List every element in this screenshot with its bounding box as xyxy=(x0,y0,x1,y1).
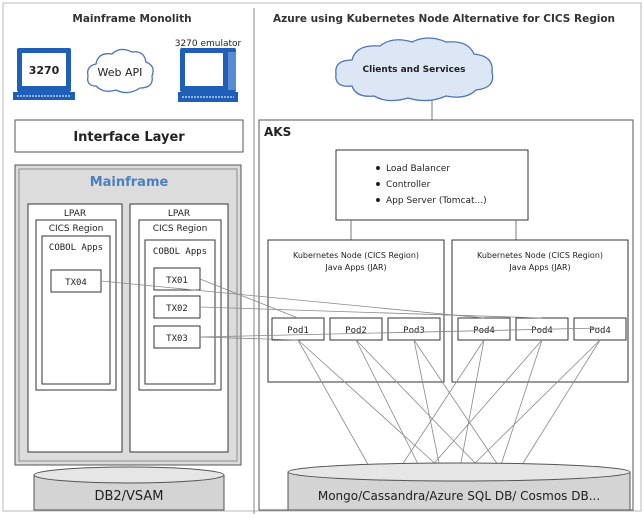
clients-cloud-icon xyxy=(335,37,494,102)
database-cylinder-icon xyxy=(287,462,631,511)
transaction-label: TX02 xyxy=(166,304,188,314)
aks-label: AKS xyxy=(264,125,291,139)
pod-label: Pod2 xyxy=(345,326,367,336)
emulator-monitor-icon xyxy=(178,48,238,102)
bullet-icon xyxy=(376,182,380,186)
clients-cloud-label: Clients and Services xyxy=(363,65,466,75)
bullet-icon xyxy=(376,166,380,170)
interface-layer-box xyxy=(14,119,244,153)
bullet-icon xyxy=(376,198,380,202)
services-box xyxy=(335,149,529,221)
pod-label: Pod4 xyxy=(589,326,611,336)
left-panel-title: Mainframe Monolith xyxy=(72,13,191,25)
cobol-apps-label: COBOL Apps xyxy=(153,247,207,257)
kubernetes-node-subtitle: Java Apps (JAR) xyxy=(324,263,386,272)
pod-label: Pod1 xyxy=(287,326,309,336)
mapping-line xyxy=(100,280,485,319)
transaction-label: TX04 xyxy=(65,278,87,288)
web-api-label: Web API xyxy=(98,66,143,79)
cics-region-label: CICS Region xyxy=(49,224,104,234)
kubernetes-node-box xyxy=(451,239,629,383)
cobol-apps-box xyxy=(41,235,111,385)
pod-database-lines xyxy=(297,339,601,469)
kubernetes-node-box xyxy=(267,239,445,383)
kubernetes-node-title: Kubernetes Node (CICS Region) xyxy=(477,251,603,260)
lpar-label: LPAR xyxy=(168,209,190,219)
left-database-label: DB2/VSAM xyxy=(94,489,163,504)
lpar-label: LPAR xyxy=(64,209,86,219)
mapping-line xyxy=(199,336,299,341)
mapping-line xyxy=(199,278,299,319)
terminal-3270-label: 3270 xyxy=(29,64,60,77)
mapping-line xyxy=(199,306,543,319)
cobol-apps-label: COBOL Apps xyxy=(49,243,103,253)
pod-label: Pod4 xyxy=(531,326,553,336)
interface-layer-label: Interface Layer xyxy=(73,130,185,145)
service-item: Load Balancer xyxy=(386,164,450,174)
kubernetes-node-title: Kubernetes Node (CICS Region) xyxy=(293,251,419,260)
mainframe-title: Mainframe xyxy=(90,175,169,190)
service-item: App Server (Tomcat...) xyxy=(386,196,487,206)
database-cylinder-icon xyxy=(33,466,225,511)
emulator-label: 3270 emulator xyxy=(175,39,242,49)
cics-region-label: CICS Region xyxy=(153,224,208,234)
service-item: Controller xyxy=(386,180,431,190)
pod-label: Pod3 xyxy=(403,326,425,336)
right-database-label: Mongo/Cassandra/Azure SQL DB/ Cosmos DB.… xyxy=(318,489,600,503)
transaction-mapping-lines xyxy=(100,278,601,341)
monitor-3270-icon xyxy=(13,48,75,100)
right-panel-title: Azure using Kubernetes Node Alternative … xyxy=(273,13,615,25)
mapping-line xyxy=(199,327,601,338)
transaction-label: TX03 xyxy=(166,334,188,344)
transaction-label: TX01 xyxy=(166,276,188,286)
web-api-cloud-icon xyxy=(87,48,154,94)
kubernetes-node-subtitle: Java Apps (JAR) xyxy=(508,263,570,272)
